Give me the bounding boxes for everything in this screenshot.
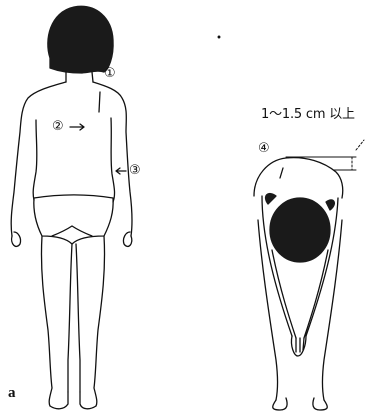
- spine-mark-bend: [280, 168, 283, 178]
- marker-2: ②: [52, 120, 64, 133]
- legs: [41, 236, 104, 406]
- marker-4: ④: [258, 142, 270, 155]
- bend-feet: [273, 398, 328, 410]
- hair-tuft-left: [266, 194, 276, 204]
- forward-bend-figure: [254, 140, 364, 410]
- arrow-2: [70, 124, 84, 130]
- hair-tuft-right: [326, 200, 334, 210]
- feet: [50, 392, 96, 409]
- spine-mark: [99, 92, 100, 112]
- back-contour: [254, 158, 343, 198]
- arrow-3: [116, 168, 126, 174]
- hands: [291, 336, 306, 356]
- measurement-label: 1～1.5 cm 以上: [261, 108, 355, 121]
- left-hand: [12, 232, 21, 246]
- right-hand: [123, 232, 131, 246]
- hair: [48, 6, 113, 73]
- underwear: [34, 195, 113, 244]
- stray-dot: [218, 36, 220, 38]
- waist-left: [33, 120, 37, 200]
- waist-right: [111, 118, 115, 202]
- torso-outline: [11, 82, 132, 236]
- measure-dashed: [352, 140, 364, 170]
- marker-3: ③: [129, 164, 141, 177]
- marker-1: ①: [104, 67, 116, 80]
- panel-label: a: [8, 386, 16, 401]
- head-hair: [270, 198, 330, 262]
